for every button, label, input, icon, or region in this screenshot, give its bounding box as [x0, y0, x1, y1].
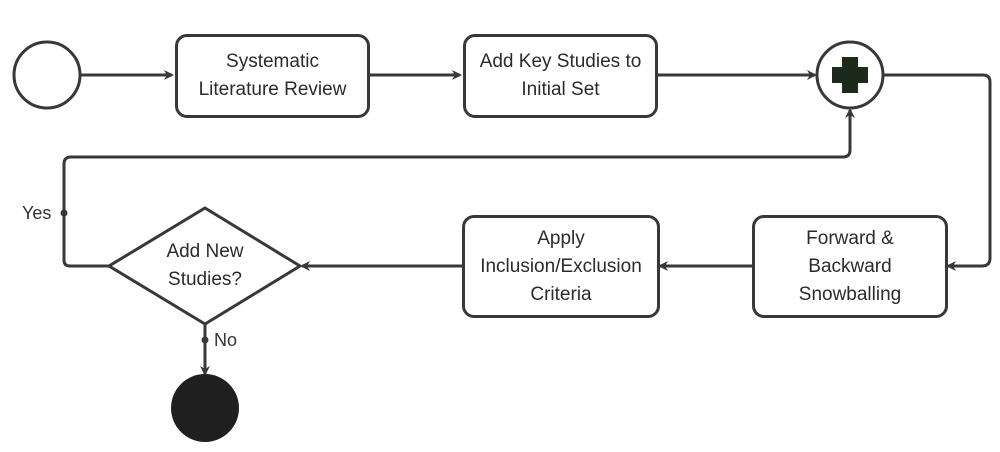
snowballing-box: Forward & Backward Snowballing: [752, 215, 948, 318]
edge-merge-to-snowballing: [883, 73, 992, 271]
end-node: [171, 374, 239, 442]
no-dot: [201, 336, 209, 344]
add-key-studies-label: Add Key Studies to Initial Set: [479, 51, 642, 100]
start-node: [12, 40, 82, 110]
add-key-studies-box: Add Key Studies to Initial Set: [463, 34, 658, 118]
plus-icon: [832, 57, 868, 93]
criteria-label: Apply Inclusion/Exclusion Criteria: [480, 227, 642, 305]
systematic-literature-review-box: Systematic Literature Review: [175, 34, 370, 118]
decision-label: Add New Studies?: [166, 241, 244, 290]
edge-yes-loop: [62, 108, 855, 268]
yes-dot: [60, 209, 68, 217]
systematic-literature-review-label: Systematic Literature Review: [198, 51, 347, 100]
snowballing-label: Forward & Backward Snowballing: [798, 227, 902, 305]
criteria-box: Apply Inclusion/Exclusion Criteria: [462, 215, 660, 318]
no-label: No: [214, 330, 238, 350]
yes-label: Yes: [22, 203, 52, 223]
